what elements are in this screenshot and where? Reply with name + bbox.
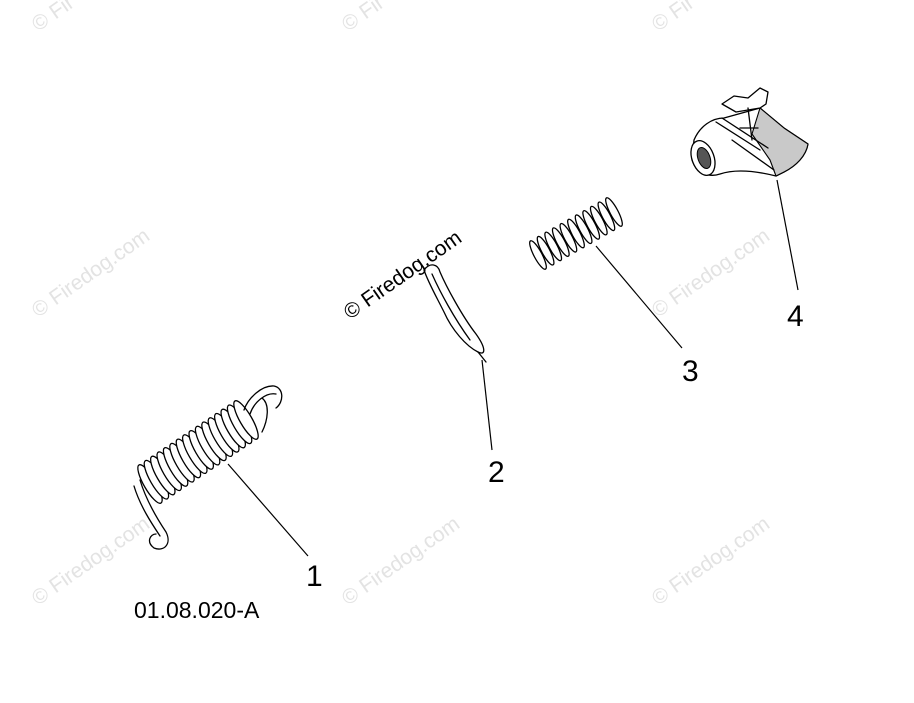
spring-coil bbox=[551, 227, 570, 258]
watermark-text: © Fir bbox=[338, 0, 389, 36]
part-3-compression-spring bbox=[529, 197, 623, 270]
watermark-text: © Firedog.com bbox=[338, 512, 464, 610]
spring-coil bbox=[559, 222, 578, 253]
spring-coils bbox=[137, 400, 259, 504]
callout-4: 4 bbox=[787, 300, 804, 333]
callout-2: 2 bbox=[488, 456, 505, 489]
leader-line-2 bbox=[481, 359, 493, 451]
spring-coil bbox=[589, 205, 608, 236]
callout-3: 3 bbox=[682, 355, 699, 388]
clip-inner bbox=[431, 273, 471, 341]
spring-coil bbox=[605, 197, 623, 227]
watermark-text-center: © Firedog.com bbox=[340, 226, 466, 324]
spring-coil bbox=[567, 218, 585, 249]
spring-hook-bottom bbox=[133, 479, 169, 550]
leader-line-3 bbox=[595, 245, 683, 349]
callout-1: 1 bbox=[306, 560, 323, 593]
spring-coil bbox=[582, 209, 601, 240]
spring-coils bbox=[529, 197, 623, 270]
part-1-extension-spring bbox=[133, 385, 283, 550]
leader-line-4 bbox=[776, 179, 799, 291]
watermark-text: © Firedog.com bbox=[28, 512, 154, 610]
watermark-text: © Fir bbox=[28, 0, 79, 36]
watermark-text: © Firedog.com bbox=[28, 224, 154, 322]
leader-lines bbox=[227, 179, 799, 557]
bushing-ribs bbox=[715, 107, 775, 171]
spring-coil bbox=[233, 400, 259, 440]
figure-id: 01.08.020-A bbox=[134, 597, 260, 623]
spring-coil bbox=[597, 201, 616, 232]
part-4-bushing bbox=[690, 87, 809, 177]
spring-coil bbox=[544, 231, 563, 262]
bushing-bore-hole bbox=[696, 146, 712, 170]
clip-tail bbox=[477, 351, 487, 363]
watermark-text: © Firedog.com bbox=[648, 512, 774, 610]
clip-outline bbox=[423, 264, 485, 354]
watermark-text: © Firedog.com bbox=[648, 224, 774, 322]
bushing-top-flange bbox=[721, 87, 769, 113]
spring-coil bbox=[529, 240, 547, 270]
bushing-side bbox=[751, 107, 809, 177]
leader-line-1 bbox=[227, 463, 309, 557]
part-2-clip bbox=[423, 264, 487, 363]
spring-hook-top bbox=[243, 385, 283, 433]
watermark-layer: © Fir © Fir © Fir © Firedog.com © Firedo… bbox=[28, 0, 774, 610]
spring-coil bbox=[536, 235, 555, 266]
watermark-text: © Fir bbox=[648, 0, 699, 36]
spring-coil bbox=[574, 214, 593, 245]
